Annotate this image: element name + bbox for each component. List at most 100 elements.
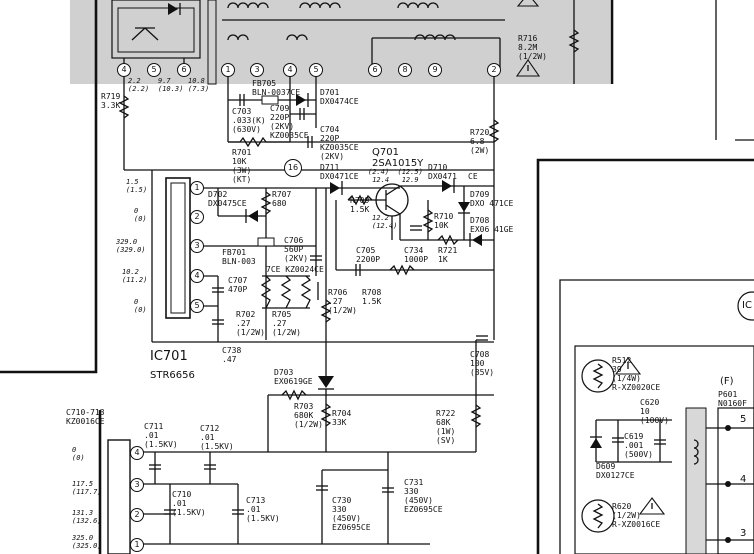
r620-fuse-resistor: [581, 499, 615, 533]
p601-dot-5: [725, 425, 731, 431]
ic701-body: [165, 177, 191, 319]
fb705-bead: [261, 95, 279, 105]
d709-label: D709 DXO 471CE: [470, 190, 514, 208]
f-block-label: (F): [720, 376, 734, 387]
r706-label: R706 .27 (1/2W): [328, 288, 357, 315]
r703-label: R703 680K (1/2W): [294, 402, 323, 429]
c711-label: C711 .01 (1.5KV): [144, 422, 178, 449]
sub-board-frame: [574, 345, 754, 554]
q701-label: Q701 2SA1015Y: [372, 147, 424, 169]
transistor-pin-6: 6: [177, 63, 191, 77]
d710-label: D710 DX0471: [428, 163, 457, 181]
q701-voltages: (2.4) (12.5) 12.4 12.9: [368, 168, 423, 184]
left-border-line: [0, 0, 98, 374]
r720-label: R720 6.8 (2W): [470, 128, 490, 155]
ic701-inner: [170, 182, 186, 314]
c707-label: C707 470P: [228, 276, 248, 294]
r722-label: R722 68K (1W) (SV): [436, 409, 456, 445]
top-coil-6: [414, 34, 456, 41]
str6656-label: STR6656: [150, 370, 195, 381]
p601-connector: [685, 407, 707, 554]
c712-label: C712 .01 (1.5KV): [200, 424, 234, 451]
r702-resistor: [260, 275, 272, 309]
warning-triangle-3: [614, 357, 642, 375]
d702-label: D702 DX0475CE: [208, 190, 247, 208]
top-diode: [168, 3, 178, 15]
p601-dot-4: [725, 481, 731, 487]
r708-resistor: [389, 264, 415, 276]
bottom-pin-4: 4: [130, 446, 144, 460]
fb701-bead: [257, 237, 275, 247]
q701-c: [385, 204, 401, 215]
bottom-pin-1: 1: [130, 538, 144, 552]
right-frame-2: [559, 279, 754, 554]
ic-edge-circle: [737, 291, 754, 321]
pin6-voltage: 10.8 (7.3): [188, 77, 210, 93]
bottom-pin-3: 3: [130, 478, 144, 492]
r620-label: R620 (1/2W) R-XZ0016CE: [612, 502, 661, 529]
d701-label: D701 DX0474CE: [320, 88, 359, 106]
r707-resistor: [260, 191, 272, 215]
transistor-pin-5: 5: [147, 63, 161, 77]
p601-label: P601 N0160F: [718, 390, 747, 408]
d609-label: D609 DX0127CE: [596, 462, 635, 480]
c705-label: C705 2200P: [356, 246, 381, 264]
r722-resistor: [470, 404, 482, 428]
pin4-voltage: 2.2 (2.2): [128, 77, 150, 93]
transformer-pin-2: 2: [487, 63, 501, 77]
top-coil-1: [227, 2, 269, 9]
r709-resistor: [347, 194, 373, 206]
d711-diode: [330, 182, 340, 194]
r710-resistor: [422, 209, 434, 233]
fb701-label: FB701 BLN-003: [222, 248, 256, 266]
transformer-pin-8: 8: [398, 63, 412, 77]
transformer-pin-5: 5: [309, 63, 323, 77]
r705-resistor: [280, 275, 292, 309]
fb705-label: FB705 BLN-0037CE: [252, 79, 301, 97]
d711-label: D711 DX0471CE: [320, 163, 359, 181]
bottom-connector: [107, 439, 131, 554]
d710-diode: [442, 180, 452, 192]
transformer-pin-9: 9: [428, 63, 442, 77]
ic-edge-label: IC: [742, 300, 752, 311]
r708-label: R708 1.5K: [362, 288, 382, 306]
c619-label: C619 .001 (500V): [624, 432, 653, 459]
node-16-marker: 16: [284, 159, 302, 177]
p601-right: [717, 407, 754, 554]
c730-label: C730 330 (450V) EZ0695CE: [332, 496, 371, 532]
bottom-voltage-2: 131.3 (132.6): [72, 509, 102, 525]
top-coil-2: [299, 2, 341, 9]
transformer-pin-3: 3: [250, 63, 264, 77]
c710-713-label: C710-713 KZ0016CE: [66, 408, 105, 426]
kz-label: 7CE KZ0024CE: [266, 265, 324, 274]
c713-label: C713 .01 (1.5KV): [246, 496, 280, 523]
ce-label: CE: [468, 172, 478, 181]
pin5-voltage: 9.7 (10.3): [158, 77, 184, 93]
c708-label: C708 100 (35V): [470, 350, 495, 377]
bottom-pin-2: 2: [130, 508, 144, 522]
ic-voltage-2: 0 (0): [134, 207, 147, 223]
ic-voltage-1: 1.5 (1.5): [126, 178, 148, 194]
p601-coil: [693, 439, 699, 465]
ic-voltage-3: 329.0 (329.0): [116, 238, 146, 254]
bottom-voltage-4: 0 (0): [72, 446, 85, 462]
c704-label: C704 220P KZ0035CE (2KV): [320, 125, 359, 161]
c731-label: C731 330 (450V) EZ0695CE: [404, 478, 443, 514]
ic-voltage-4: 10.2 (11.2): [122, 268, 148, 284]
ic701-pin-2: 2: [190, 210, 204, 224]
r702-label: R702 .27 (1/2W): [236, 310, 265, 337]
r512-zig: [592, 363, 604, 389]
top-coil-5: [286, 34, 308, 41]
c703-label: C703 .033(K) (630V): [232, 107, 266, 134]
p601-pin-4: 4: [740, 474, 747, 485]
warning-triangle-2: [515, 59, 541, 77]
d708-label: D708 EX06 41GE: [470, 216, 514, 234]
warning-triangle-4: [638, 497, 666, 515]
r707-label: R707 680: [272, 190, 292, 208]
transformer-pin-6: 6: [368, 63, 382, 77]
ic701-pin-5: 5: [190, 299, 204, 313]
r620-zig: [592, 503, 604, 529]
ic701-pin-4: 4: [190, 269, 204, 283]
